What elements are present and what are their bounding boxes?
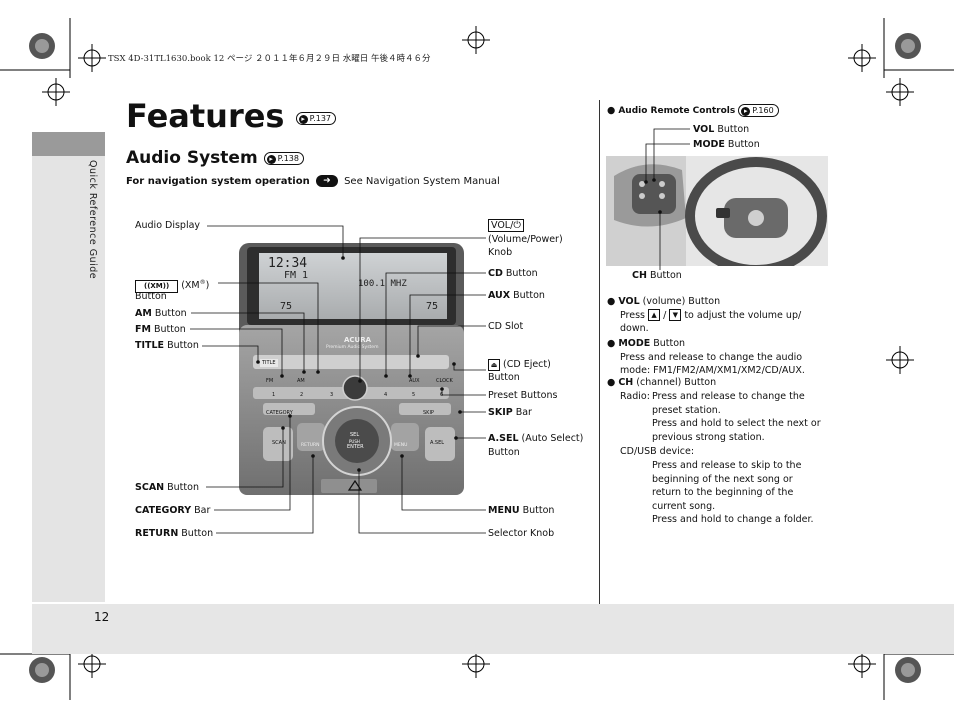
- remote-mode-rest: Button: [725, 139, 760, 150]
- asel-rest: (Auto Select): [519, 433, 584, 444]
- ch-desc-head: ● CH (channel) Button: [607, 376, 716, 390]
- mode-desc-line1: Press and release to change the audio: [607, 351, 805, 365]
- callout-menu-button: MENU Button: [488, 504, 554, 517]
- callout-xm-button-line2: Button: [135, 290, 167, 303]
- callout-vol-knob: VOL/⏻: [488, 219, 524, 232]
- volume-down-icon: ▼: [669, 309, 681, 321]
- remote-ch-rest: Button: [647, 270, 682, 281]
- callout-selector-knob: Selector Knob: [488, 527, 554, 540]
- cd-usb-lines: Press and release to skip to the beginni…: [652, 459, 814, 527]
- skip-rest: Bar: [513, 407, 532, 418]
- callout-title-button: TITLE Button: [135, 339, 199, 352]
- ch-desc-rest: (channel) Button: [633, 377, 716, 388]
- fm-bold: FM: [135, 324, 151, 335]
- cd-line-4: current song.: [652, 500, 814, 514]
- eject-icon: ⏏: [488, 359, 500, 371]
- callout-eject-line2: Button: [488, 371, 520, 384]
- remote-heading: ● Audio Remote Controls ▸P.160: [607, 104, 779, 119]
- eject-rest: (CD Eject): [500, 359, 551, 370]
- volume-up-icon: ▲: [648, 309, 660, 321]
- radio-label: Radio:: [620, 390, 650, 404]
- callout-cd-button: CD Button: [488, 267, 538, 280]
- scan-rest: Button: [164, 482, 199, 493]
- callout-am-button: AM Button: [135, 307, 187, 320]
- callout-skip-bar: SKIP Bar: [488, 406, 532, 419]
- cd-bold: CD: [488, 268, 503, 279]
- remote-leader-lines: [600, 120, 720, 280]
- title-rest: Button: [164, 340, 199, 351]
- cd-line-5: Press and hold to change a folder.: [652, 513, 814, 527]
- vol-desc-rest: (volume) Button: [640, 296, 720, 307]
- vol-box: VOL/⏻: [488, 219, 524, 232]
- menu-rest: Button: [520, 505, 555, 516]
- radio-lines: Press and release to change the preset s…: [652, 390, 821, 444]
- radio-line-1: Press and release to change the: [652, 390, 821, 404]
- callout-vol-line3: Knob: [488, 246, 512, 259]
- cd-line-3: return to the beginning of the: [652, 486, 814, 500]
- callout-fm-button: FM Button: [135, 323, 186, 336]
- cd-line-2: beginning of the next song or: [652, 473, 814, 487]
- remote-heading-text: Audio Remote Controls: [618, 106, 735, 116]
- am-rest: Button: [152, 308, 187, 319]
- mode-desc-bold: MODE: [618, 338, 650, 349]
- vol-box-text: VOL/: [491, 220, 513, 231]
- ch-desc-bold: CH: [618, 377, 633, 388]
- remote-ref-text: P.160: [752, 106, 773, 115]
- cd-usb-label: CD/USB device:: [620, 445, 694, 459]
- ch-description: ● CH (channel) Button: [607, 376, 716, 390]
- radio-line-3: Press and hold to select the next or: [652, 417, 821, 431]
- radio-line-2: preset station.: [652, 404, 821, 418]
- vol-press: Press: [620, 310, 645, 321]
- vol-after: to adjust the volume up/: [681, 310, 801, 321]
- bullet-icon: ●: [607, 377, 615, 388]
- aux-rest: Button: [510, 290, 545, 301]
- mode-description: ● MODE Button Press and release to chang…: [607, 337, 805, 378]
- xm-close: ): [206, 280, 210, 291]
- callout-aux-button: AUX Button: [488, 289, 545, 302]
- vol-desc-head: ● VOL (volume) Button: [607, 295, 801, 309]
- bullet-icon: ●: [607, 296, 615, 307]
- scan-bold: SCAN: [135, 482, 164, 493]
- callout-eject-button: ⏏ (CD Eject): [488, 358, 551, 371]
- callout-scan-button: SCAN Button: [135, 481, 199, 494]
- callout-category-bar: CATEGORY Bar: [135, 504, 210, 517]
- remote-ch-bold: CH: [632, 270, 647, 281]
- category-rest: Bar: [191, 505, 210, 516]
- vol-description: ● VOL (volume) Button Press ▲ / ▼ to adj…: [607, 295, 801, 336]
- bullet-icon: ●: [607, 338, 615, 349]
- remote-ref-link[interactable]: ▸P.160: [738, 104, 778, 117]
- callout-return-button: RETURN Button: [135, 527, 213, 540]
- arrow-icon: ▸: [741, 107, 750, 116]
- callout-asel-line2: Button: [488, 446, 520, 459]
- return-rest: Button: [178, 528, 213, 539]
- radio-line-4: previous strong station.: [652, 431, 821, 445]
- callout-vol-line2: (Volume/Power): [488, 233, 563, 246]
- asel-bold: A.SEL: [488, 433, 519, 444]
- vol-desc-line1: Press ▲ / ▼ to adjust the volume up/: [607, 309, 801, 323]
- vol-desc-line2: down.: [607, 322, 801, 336]
- xm-label: (XM: [181, 280, 199, 291]
- vol-sep: /: [663, 310, 666, 321]
- skip-bold: SKIP: [488, 407, 513, 418]
- mode-desc-head: ● MODE Button: [607, 337, 805, 351]
- return-bold: RETURN: [135, 528, 178, 539]
- remote-ch-callout: CH Button: [632, 269, 682, 282]
- mode-desc-rest: Button: [650, 338, 685, 349]
- category-bold: CATEGORY: [135, 505, 191, 516]
- am-bold: AM: [135, 308, 152, 319]
- callout-preset-buttons: Preset Buttons: [488, 389, 557, 402]
- aux-bold: AUX: [488, 290, 510, 301]
- cd-line-1: Press and release to skip to the: [652, 459, 814, 473]
- callout-asel-button: A.SEL (Auto Select): [488, 432, 583, 445]
- callout-audio-display: Audio Display: [135, 219, 200, 232]
- cd-rest: Button: [503, 268, 538, 279]
- fm-rest: Button: [151, 324, 186, 335]
- vol-desc-bold: VOL: [618, 296, 639, 307]
- power-icon: ⏻: [513, 220, 521, 231]
- title-bold: TITLE: [135, 340, 164, 351]
- menu-bold: MENU: [488, 505, 520, 516]
- callout-cd-slot: CD Slot: [488, 320, 523, 333]
- bullet-icon: ●: [607, 105, 615, 116]
